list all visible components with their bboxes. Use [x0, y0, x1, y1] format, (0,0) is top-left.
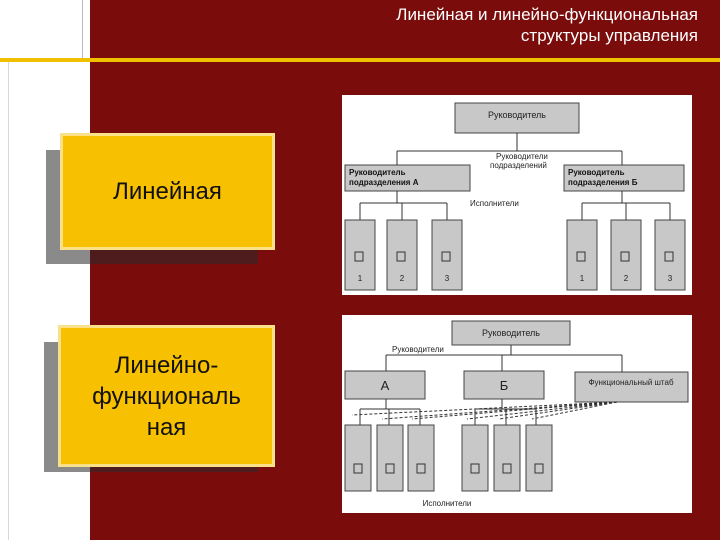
linear-executor-box [566, 219, 598, 291]
linear-executor-box [654, 219, 686, 291]
person-icon [664, 251, 674, 262]
lf-executor-box [407, 424, 435, 492]
linear-executors-label: Исполнители [470, 199, 519, 208]
left-rule [8, 58, 9, 540]
lf-executor-box [525, 424, 553, 492]
linear-executor-box [344, 219, 376, 291]
lf-functional-link [381, 401, 618, 420]
linear-head-box [454, 102, 580, 134]
card-linear-functional: Линейно- функциональ ная [58, 325, 275, 467]
linear-executor-number: 3 [668, 274, 673, 283]
person-icon [441, 251, 451, 262]
linear-functional-structure-diagram: Руководитель Руководители А Б Функционал… [342, 315, 692, 513]
linear-unit-b-label-2: подразделения Б [568, 178, 638, 187]
lf-unit-b-box [463, 370, 545, 400]
person-icon [534, 463, 544, 474]
card-lf-line-2: функциональ [92, 382, 241, 410]
linear-executor-box [431, 219, 463, 291]
lf-executors-label: Исполнители [423, 499, 472, 508]
person-icon [353, 463, 363, 474]
person-icon [354, 251, 364, 262]
person-icon [385, 463, 395, 474]
linear-executor-number: 1 [580, 274, 585, 283]
lf-functional-link [351, 401, 618, 416]
card-lf-line-3: ная [146, 413, 187, 441]
lf-functional-link [411, 401, 618, 420]
title-underline [0, 58, 720, 62]
slide-title-line-1: Линейная и линейно-функциональная [396, 5, 698, 24]
lf-unit-b-label: Б [500, 378, 509, 393]
lf-head-box [451, 320, 571, 346]
person-icon [470, 463, 480, 474]
linear-head-label: Руководитель [488, 110, 546, 120]
linear-subheads-caption-1: Руководители [496, 152, 548, 161]
person-icon [502, 463, 512, 474]
lf-functional-link [531, 401, 618, 420]
person-icon [396, 251, 406, 262]
slide-title-line-2: структуры управления [520, 26, 698, 45]
person-icon [416, 463, 426, 474]
person-icon [576, 251, 586, 262]
slide-title: Линейная и линейно-функциональная структ… [178, 4, 698, 46]
lf-executor-box [493, 424, 521, 492]
lf-head-caption: Руководители [392, 345, 444, 354]
card-linear-functional-label: Линейно- функциональ ная [92, 350, 241, 443]
linear-unit-a-label-1: Руководитель [349, 168, 406, 177]
lf-staff-label: Функциональный штаб [588, 378, 674, 387]
card-linear: Линейная [60, 133, 275, 250]
linear-unit-b-box [563, 164, 685, 192]
linear-structure-diagram: Руководитель Руководители подразделений … [342, 95, 692, 295]
linear-unit-a-label-2: подразделения А [349, 178, 419, 187]
lf-staff-box [574, 371, 689, 403]
linear-executor-box [610, 219, 642, 291]
lf-head-label: Руководитель [482, 328, 540, 338]
linear-unit-b-label-1: Руководитель [568, 168, 625, 177]
corner-frame [0, 0, 83, 59]
lf-executor-box [461, 424, 489, 492]
linear-executor-number: 1 [358, 274, 363, 283]
linear-executor-box [386, 219, 418, 291]
lf-unit-a-box [344, 370, 426, 400]
person-icon [620, 251, 630, 262]
linear-executor-number: 3 [445, 274, 450, 283]
lf-executor-box [376, 424, 404, 492]
linear-subheads-caption-2: подразделений [490, 161, 547, 170]
lf-unit-a-label: А [381, 378, 390, 393]
card-linear-label: Линейная [113, 178, 222, 205]
lf-functional-link [466, 401, 618, 420]
card-lf-line-1: Линейно- [114, 351, 219, 379]
lf-executor-box [344, 424, 372, 492]
linear-executor-number: 2 [624, 274, 629, 283]
linear-executor-number: 2 [400, 274, 405, 283]
linear-unit-a-box [344, 164, 471, 192]
